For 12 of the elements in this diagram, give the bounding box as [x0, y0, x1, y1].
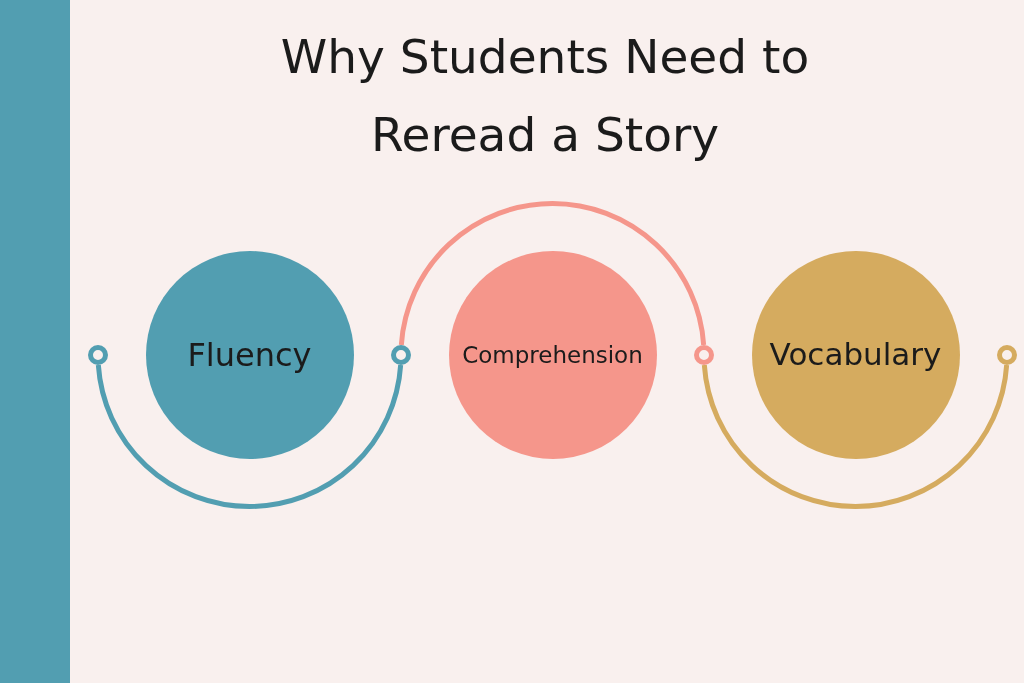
connector-arc [398, 201, 707, 346]
topic-label: Fluency [187, 336, 312, 374]
title: Why Students Need to Reread a Story [279, 28, 811, 164]
ring-icon [997, 345, 1017, 365]
ring-icon [88, 345, 108, 365]
connector-arc [701, 364, 1010, 509]
ring-icon [391, 345, 411, 365]
ring-icon [694, 345, 714, 365]
topic-label: Vocabulary [769, 337, 942, 373]
topic-label: Comprehension [462, 341, 643, 369]
connector-arc [95, 364, 404, 509]
side-band [0, 0, 70, 683]
